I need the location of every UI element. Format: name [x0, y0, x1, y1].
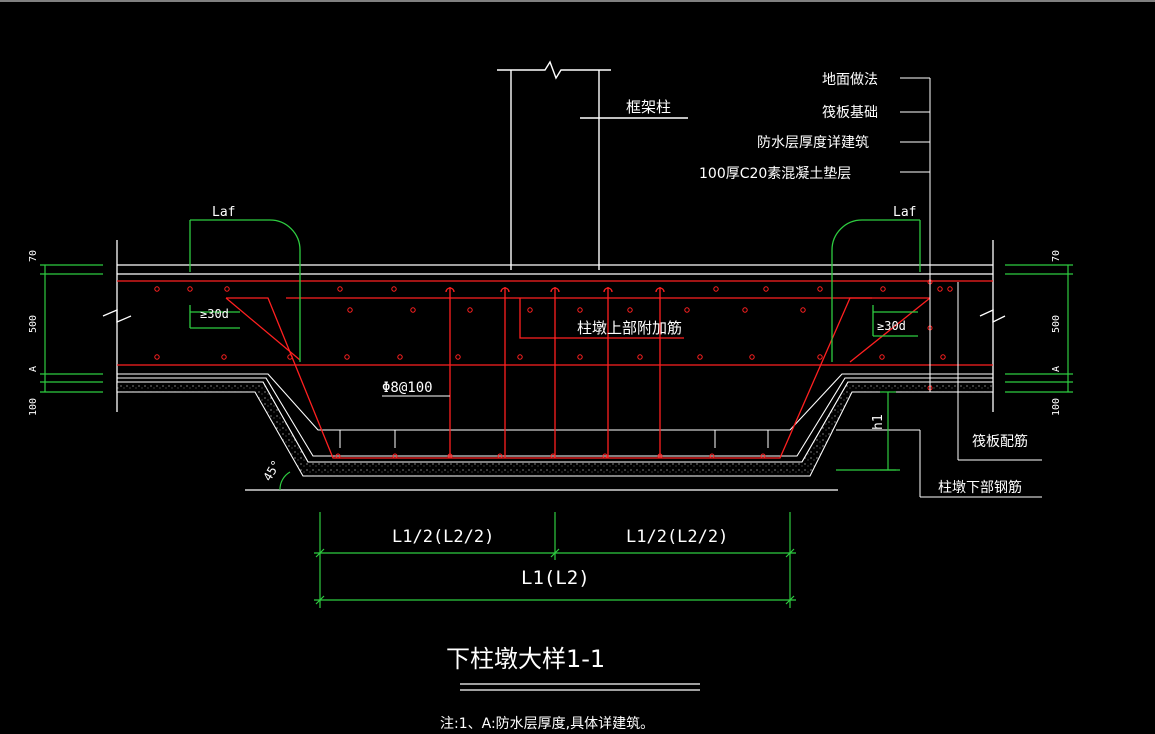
dimension-half-right: L1/2(L2/2) [626, 527, 728, 547]
frame-column [497, 60, 688, 270]
side-dim-right-100: 100 [1051, 398, 1062, 416]
layer-label-waterproof: 防水层厚度详建筑 [757, 135, 869, 151]
column-label: 框架柱 [626, 98, 671, 116]
h1-dimension [836, 391, 900, 471]
dimension-half-left: L1/2(L2/2) [392, 527, 494, 547]
side-dim-right-70: 70 [1051, 250, 1062, 262]
pier-bottom-rebar-label: 柱墩下部钢筋 [938, 479, 1022, 496]
laf-hooks [189, 219, 921, 362]
bottom-stirrup-ticks [318, 429, 790, 448]
rebar-leaders [382, 282, 1042, 498]
layer-leaders [900, 77, 931, 392]
added-rebar-label: 柱墩上部附加筋 [577, 319, 682, 337]
laf-label-right: Laf [893, 205, 916, 220]
side-dim-right-a: A [1051, 366, 1062, 372]
angle-label: 45° [260, 458, 283, 484]
h1-label: h1 [871, 414, 886, 430]
angle-marker [279, 471, 291, 491]
layer-label-ground: 地面做法 [822, 72, 878, 88]
layer-label-cushion: 100厚C20素混凝土垫层 [699, 166, 851, 182]
laf-label-left: Laf [212, 205, 235, 220]
side-dim-left-a: A [28, 366, 39, 372]
dimension-total: L1(L2) [521, 567, 590, 589]
side-dim-left-500: 500 [28, 315, 39, 333]
stirrup-label: Φ8@100 [382, 380, 433, 396]
drawing-title: 下柱墩大样1-1 [446, 645, 605, 673]
drawing-note: 注:1、A:防水层厚度,具体详建筑。 [440, 716, 654, 732]
anchor-label-right: ≥30d [877, 319, 906, 333]
bottom-dimensions [314, 512, 796, 608]
side-dim-left-100: 100 [28, 398, 39, 416]
side-dimension-left [40, 264, 103, 393]
rebar-group [117, 280, 993, 459]
side-dimension-right [1005, 264, 1073, 393]
raft-rebar-label: 筏板配筋 [972, 433, 1028, 450]
title-underline [460, 683, 700, 691]
side-dim-right-500: 500 [1051, 315, 1062, 333]
concrete-cushion-hatch [116, 381, 994, 477]
side-dim-left-70: 70 [28, 250, 39, 262]
anchor-label-left: ≥30d [200, 307, 229, 321]
layer-label-raft: 筏板基础 [822, 104, 878, 121]
